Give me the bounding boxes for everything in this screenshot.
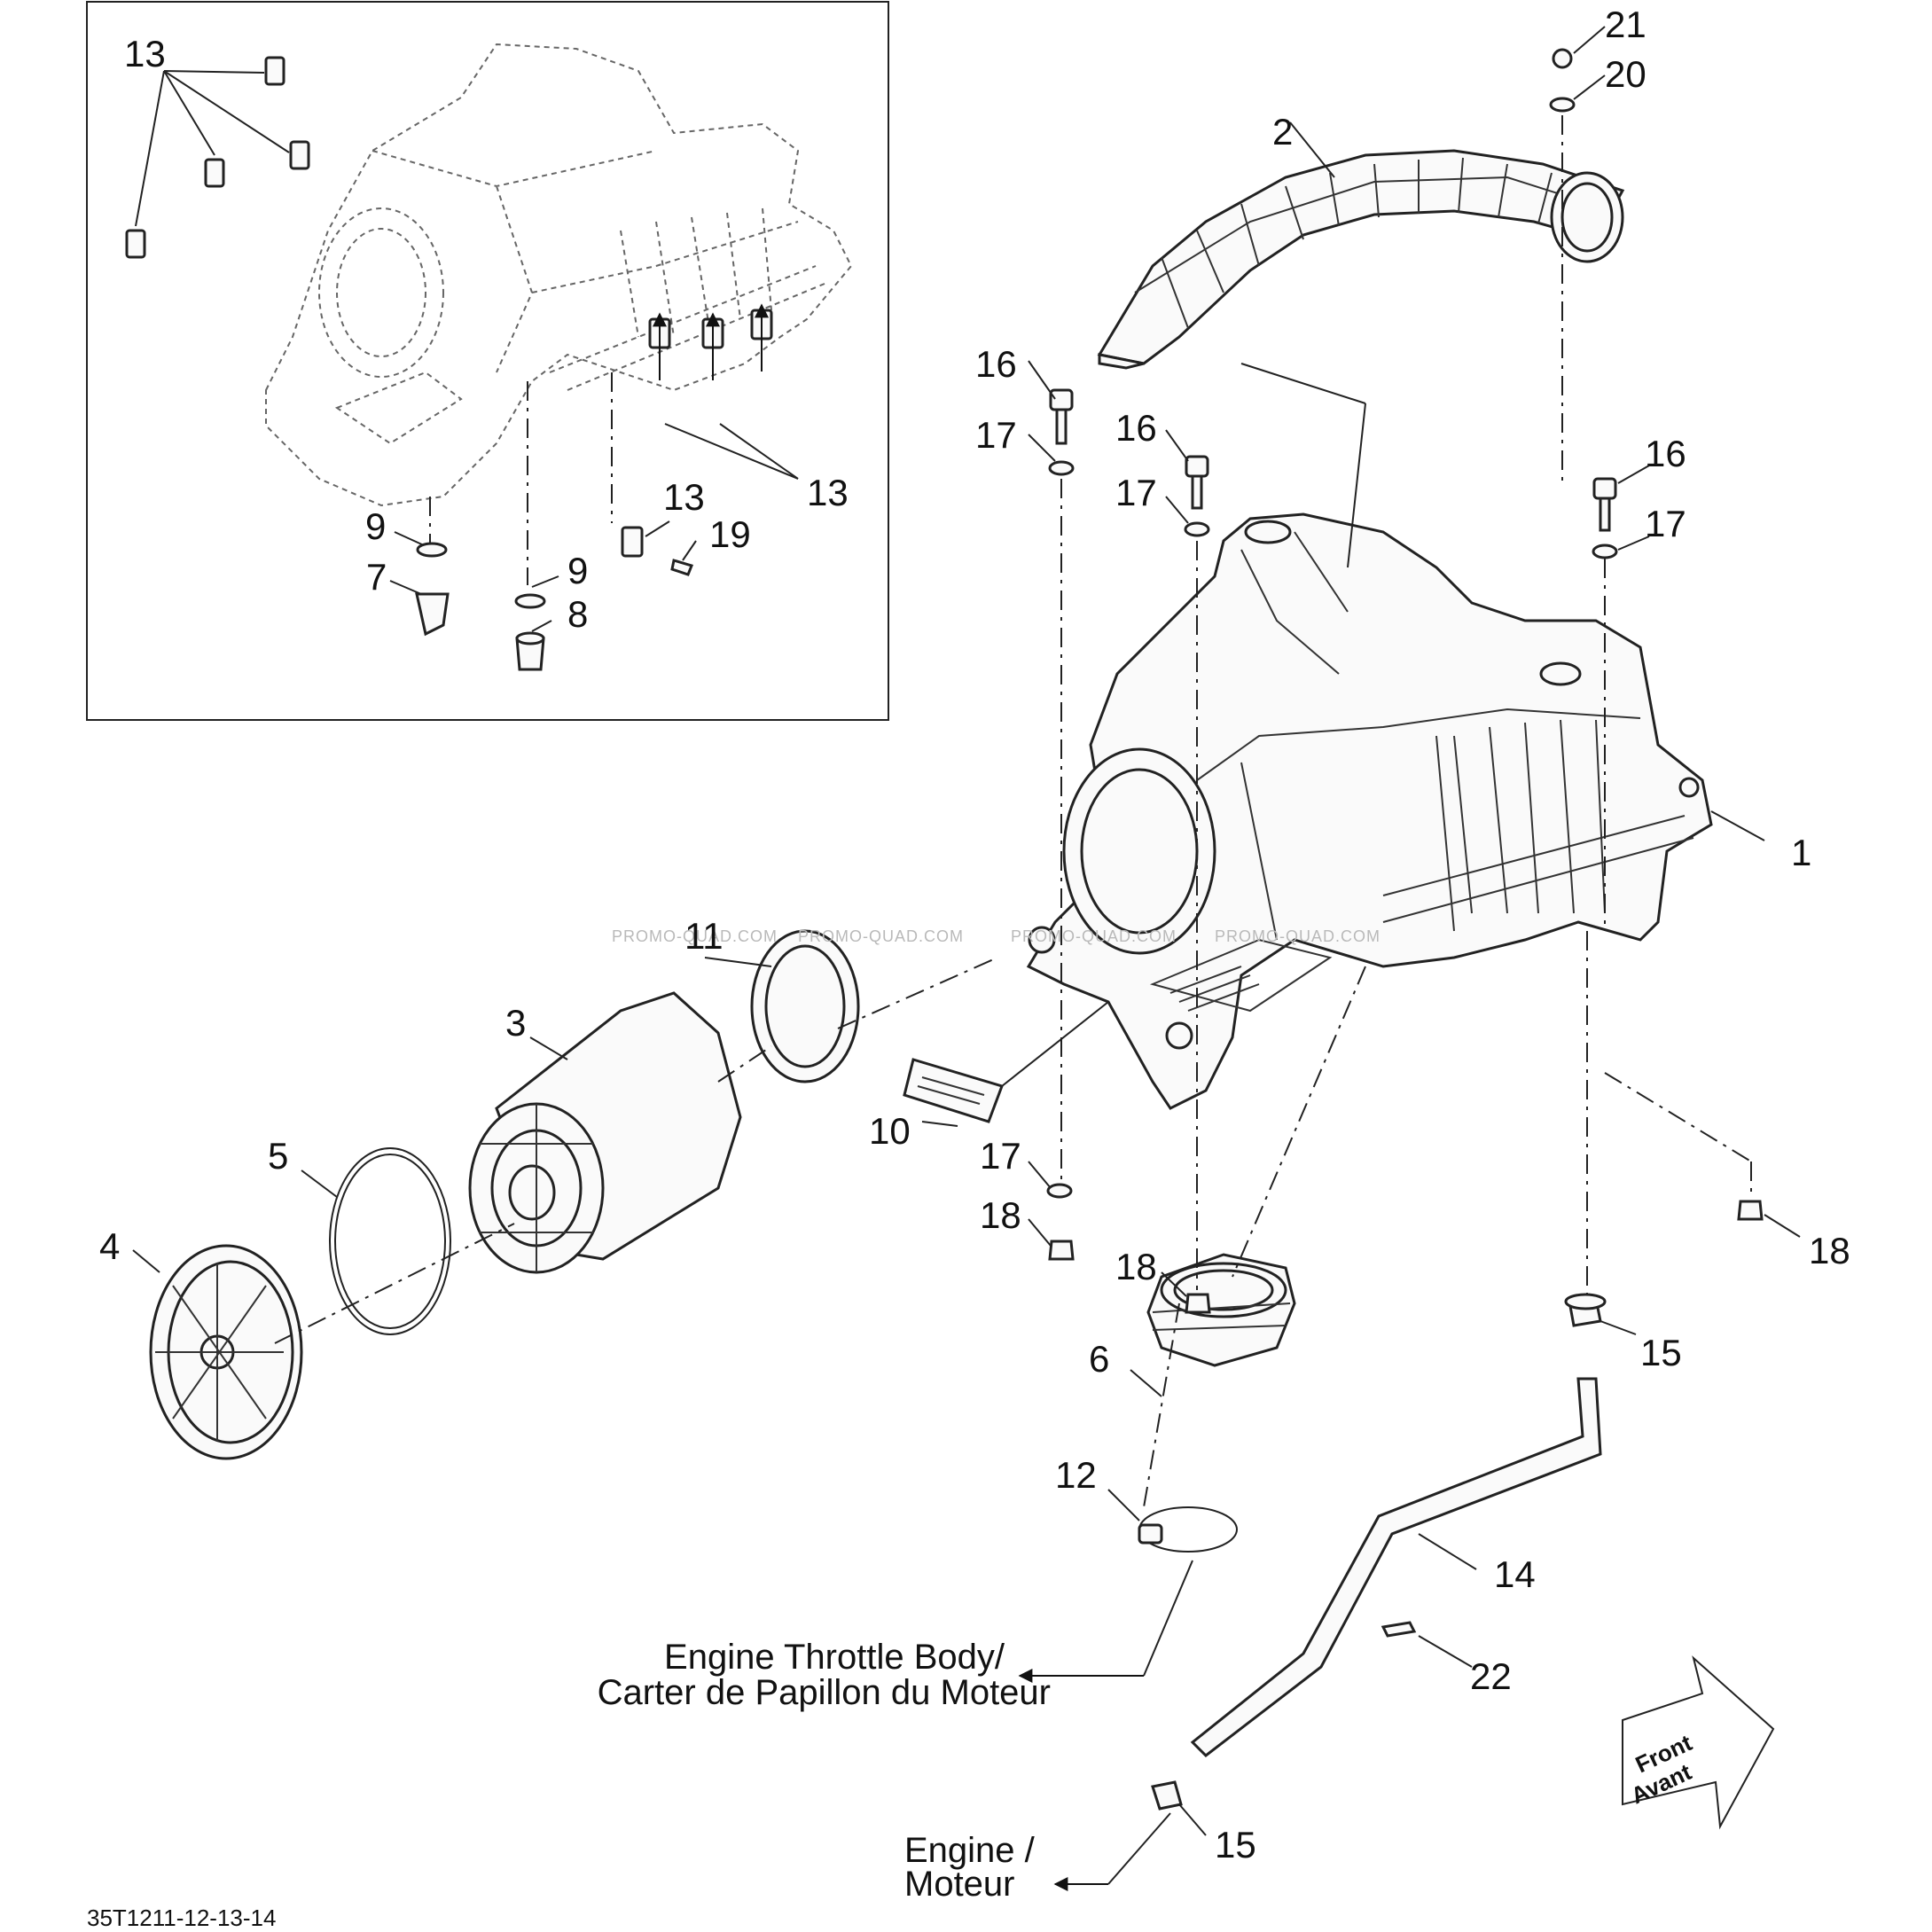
watermark-4: PROMO-QUAD.COM	[1215, 927, 1381, 945]
watermark-1: PROMO-QUAD.COM	[612, 927, 778, 945]
part-label-12: 12	[1055, 1454, 1097, 1496]
part-label-13b: 13	[807, 472, 849, 513]
part-label-18b: 18	[1115, 1246, 1157, 1287]
o-ring	[329, 1147, 451, 1335]
part-label-20: 20	[1605, 53, 1647, 95]
decal	[903, 1058, 1004, 1123]
throttle-adapter	[1146, 1253, 1296, 1367]
part-label-8: 8	[567, 593, 588, 635]
part-label-4: 4	[99, 1225, 120, 1267]
filter-cover	[149, 1244, 303, 1460]
drawing-code: 35T1211-12-13-14	[87, 1905, 276, 1931]
fasteners	[1046, 48, 1764, 1314]
part-label-16c: 16	[1645, 433, 1686, 474]
part-label-14: 14	[1494, 1553, 1536, 1595]
part-label-9a: 9	[365, 505, 386, 547]
throttle-body-label-fr: Carter de Papillon du Moteur	[598, 1673, 1051, 1712]
hose-clamps	[1151, 1293, 1607, 1811]
part-label-5: 5	[268, 1135, 288, 1177]
watermark-3: PROMO-QUAD.COM	[1011, 927, 1177, 945]
part-label-10: 10	[869, 1110, 911, 1152]
small-clip	[1381, 1621, 1417, 1638]
part-label-21: 21	[1605, 4, 1647, 45]
part-label-2: 2	[1272, 111, 1293, 153]
part-label-19: 19	[709, 513, 751, 555]
hose-clamp	[1138, 1506, 1238, 1553]
vent-hose	[1190, 1377, 1602, 1757]
part-label-9b: 9	[567, 550, 588, 591]
inset-panel	[86, 1, 889, 721]
inset-leaders	[135, 70, 799, 632]
inset-small-parts	[415, 542, 694, 671]
part-number-labels: 1 2 3 4 5 6 7 8 9 9 10 11 12 13 13 13 14…	[99, 4, 1850, 1866]
part-label-18c: 18	[1809, 1230, 1850, 1271]
part-label-15b: 15	[1215, 1824, 1256, 1866]
inset-arrows-up	[653, 303, 769, 380]
leader-lines	[132, 26, 1801, 1891]
part-label-13a: 13	[124, 33, 166, 74]
engine-label-fr: Moteur	[904, 1865, 1015, 1904]
watermarks: PROMO-QUAD.COM PROMO-QUAD.COM PROMO-QUAD…	[612, 927, 1381, 945]
part-label-16a: 16	[975, 343, 1017, 385]
front-arrow: Front Avant	[1622, 1655, 1775, 1830]
seal-ring	[750, 929, 860, 1083]
part-label-3: 3	[505, 1002, 526, 1044]
watermark-2: PROMO-QUAD.COM	[798, 927, 964, 945]
part-label-11: 11	[684, 915, 724, 957]
part-label-15a: 15	[1640, 1332, 1682, 1373]
inset-airbox-outline	[265, 43, 853, 507]
part-label-17b: 17	[1115, 472, 1157, 513]
engine-label-en: Engine /	[904, 1831, 1036, 1870]
part-label-13c: 13	[663, 476, 705, 518]
throttle-body-label-en: Engine Throttle Body/	[664, 1638, 1005, 1677]
part-label-16b: 16	[1115, 407, 1157, 449]
part-label-17d: 17	[980, 1135, 1021, 1177]
part-label-1: 1	[1791, 832, 1811, 873]
part-label-17a: 17	[975, 414, 1017, 456]
part-label-17c: 17	[1645, 503, 1686, 544]
intake-tube	[1097, 149, 1625, 370]
part-label-22: 22	[1470, 1655, 1512, 1697]
filter-cartridge	[468, 991, 742, 1274]
part-label-18a: 18	[980, 1194, 1021, 1236]
part-label-6: 6	[1089, 1338, 1109, 1380]
destination-labels: Engine Throttle Body/ Carter de Papillon…	[598, 1638, 1051, 1904]
air-box-housing	[1026, 512, 1713, 1110]
part-label-7: 7	[366, 556, 387, 598]
